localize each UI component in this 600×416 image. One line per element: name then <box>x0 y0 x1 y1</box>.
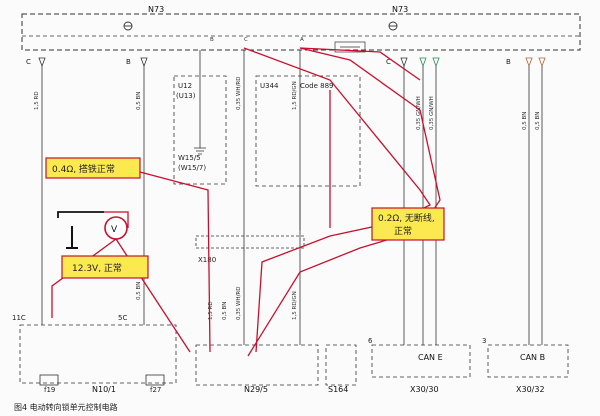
connector-x180: X180 <box>195 235 305 264</box>
callout-open: 0.2Ω, 无断线, 正常 <box>371 207 445 241</box>
component-label: N10/1 <box>92 385 116 394</box>
callout-text: 12.3V, 正常 <box>72 262 122 274</box>
connector-b-right: B <box>506 58 511 66</box>
callout-text: 正常 <box>394 225 412 237</box>
module-label-right: N73 <box>392 5 408 14</box>
wire-labels: 1,5 RD 0,5 BN 0,35 WH/RD 1,5 RD/GN 0,35 … <box>34 77 541 320</box>
wire-label: 0,35 WH/RD <box>236 77 242 110</box>
ground-symbol-icon <box>123 21 133 31</box>
pin-c-label: C <box>244 37 248 43</box>
component-u12: U12 (U13) W15/5 (W15/7) <box>173 75 227 185</box>
component-label: 5C <box>118 314 127 322</box>
meter-symbol: V <box>111 225 118 235</box>
measurement-leads <box>51 47 441 357</box>
component-label: X30/30 <box>410 385 439 394</box>
switch-symbol-icon <box>334 41 366 53</box>
component-label: N29/5 <box>244 385 268 394</box>
pin-a-label: A <box>300 37 304 43</box>
component-label: CAN E <box>418 353 443 362</box>
connector-arrows <box>38 57 546 68</box>
component-label: 6 <box>368 337 373 345</box>
wire-label: 0,35 GN/WH <box>416 96 422 130</box>
wire-label: 0,5 BN <box>136 92 142 110</box>
component-label: W15/5 <box>178 154 201 162</box>
wire-label: 1,5 RD <box>34 91 40 110</box>
wire-label: 0,5 BN <box>222 302 228 320</box>
component-label: X30/32 <box>516 385 545 394</box>
callout-voltage: 12.3V, 正常 <box>61 255 149 279</box>
pin-b-label: B <box>210 37 214 43</box>
component-label: X180 <box>198 256 216 264</box>
callout-text: 0.2Ω, 无断线, <box>378 212 435 224</box>
wire-label: 1,5 RD <box>208 301 214 320</box>
voltmeter-icon: V <box>57 211 128 249</box>
wire-label: 0,5 BN <box>535 112 541 130</box>
wire-label: 0,35 GN/WH <box>429 96 435 130</box>
module-n101: 11C 5C f19 N10/1 f27 <box>12 314 177 394</box>
component-label: 11C <box>12 314 26 322</box>
wire-label: 1,5 RD/GN <box>292 81 298 110</box>
module-can-e: 6 CAN E X30/30 <box>368 337 471 394</box>
module-n295: N29/5 <box>195 344 319 394</box>
wire-label: 0,35 WH/RD <box>236 287 242 320</box>
component-label: Code 889 <box>300 82 334 90</box>
component-label: f27 <box>150 386 161 394</box>
component-label: (U13) <box>176 92 196 100</box>
wire-label: 0,5 BN <box>136 282 142 300</box>
ground-symbol-icon <box>388 21 398 31</box>
connector-c-right: C <box>386 58 391 66</box>
component-label: CAN B <box>520 353 545 362</box>
callout-text: 0.4Ω, 搭铁正常 <box>52 163 115 175</box>
component-label: (W15/7) <box>178 164 206 172</box>
module-s164: S164 <box>325 344 357 394</box>
module-n73: N73 N73 A B C <box>21 5 581 53</box>
wire-label: 0,5 BN <box>522 112 528 130</box>
component-label: f19 <box>44 386 55 394</box>
component-label: 3 <box>482 337 486 345</box>
figure-caption: 图4 电动转向锁单元控制电路 <box>14 402 118 412</box>
module-can-b: 3 CAN B X30/32 <box>482 337 569 394</box>
connector-c-left: C <box>26 58 31 66</box>
module-label-left: N73 <box>148 5 164 14</box>
component-label: U12 <box>178 82 192 90</box>
callout-ground: 0.4Ω, 搭铁正常 <box>45 157 141 179</box>
component-label: U344 <box>260 82 279 90</box>
connector-b-left: B <box>126 58 131 66</box>
component-label: S164 <box>328 385 348 394</box>
wire-label: 1,5 RD/GN <box>292 291 298 320</box>
component-u344: U344 Code 889 <box>255 75 361 230</box>
